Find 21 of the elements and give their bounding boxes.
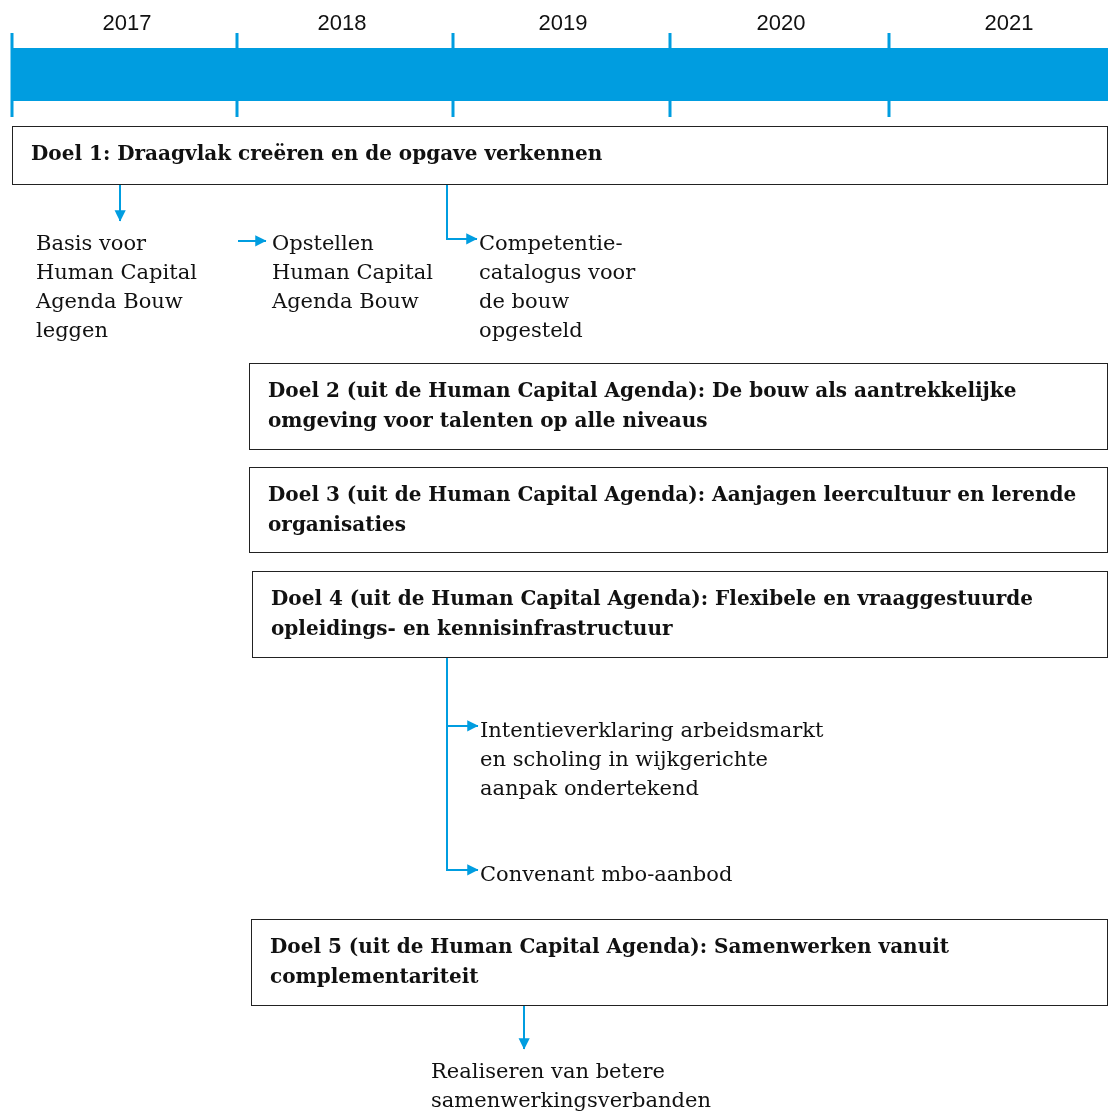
goal-box: Doel 5 (uit de Human Capital Agenda): Samenwerken vanuit complementariteit: [251, 919, 1108, 1006]
outcome-text: Competentie-catalogus voor de bouw opgesteld: [479, 229, 657, 345]
arrow: [446, 657, 479, 876]
goal-box: Doel 1: Draagvlak creëren en de opgave verkennen: [12, 126, 1108, 185]
arrow: [446, 184, 478, 245]
goal-box: Doel 4 (uit de Human Capital Agenda): Flexibele en vraaggestuurde opleidings- en kennisinfrastructuur: [252, 571, 1108, 658]
arrow: [114, 184, 126, 222]
outcome-text: Intentieverklaring arbeidsmarkt en scholing in wijkgerichte aanpak ondertekend: [480, 716, 825, 803]
arrow: [518, 1005, 530, 1050]
year-label: 2018: [316, 10, 368, 36]
year-label: 2017: [101, 10, 153, 36]
goal-box: Doel 2 (uit de Human Capital Agenda): De bouw als aantrekkelijke omgeving voor talenten op alle niveaus: [249, 363, 1108, 450]
year-label: 2021: [983, 10, 1035, 36]
outcome-text: Basis voor Human Capital Agenda Bouw leggen: [36, 229, 222, 345]
year-label: 2020: [755, 10, 807, 36]
goal-box: Doel 3 (uit de Human Capital Agenda): Aanjagen leercultuur en lerende organisaties: [249, 467, 1108, 553]
outcome-text: Opstellen Human Capital Agenda Bouw: [272, 229, 442, 316]
outcome-text: Realiseren van betere samenwerkingsverbanden: [431, 1057, 771, 1112]
arrow: [237, 235, 267, 247]
outcome-text: Convenant mbo-aanbod: [480, 860, 780, 889]
year-label: 2019: [537, 10, 589, 36]
